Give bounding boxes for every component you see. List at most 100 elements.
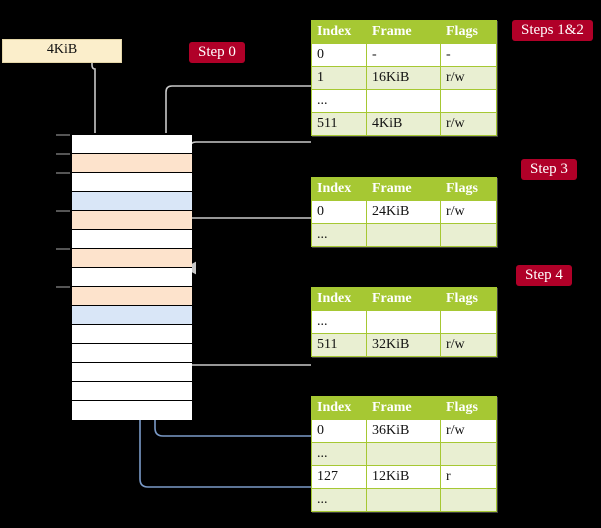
memory-row (72, 382, 192, 401)
memory-tick (56, 153, 70, 155)
memory-row (72, 230, 192, 249)
wire-l4-row511-to-mem-a (189, 141, 311, 152)
memory-row (72, 192, 192, 211)
table-row: ... (311, 310, 497, 334)
cell-frame: - (366, 43, 441, 67)
column-header-flags: Flags (440, 20, 497, 44)
table-header-row: Index Frame Flags (311, 287, 497, 311)
table-header-row: Index Frame Flags (311, 396, 497, 420)
cell-frame: 16KiB (366, 66, 441, 90)
memory-tick (56, 172, 70, 174)
cell-index: ... (311, 310, 367, 334)
cell-frame (366, 488, 441, 512)
memory-tick (56, 210, 70, 212)
table-row: ... (311, 223, 497, 247)
memory-row (72, 173, 192, 192)
virtual-page-box: 4KiB (2, 39, 122, 63)
cell-flags (440, 442, 497, 466)
column-header-flags: Flags (440, 177, 497, 201)
table-row: 0 36KiB r/w (311, 419, 497, 443)
cell-frame: 12KiB (366, 465, 441, 489)
column-header-index: Index (311, 396, 367, 420)
cell-frame (366, 89, 441, 113)
cell-flags: r/w (440, 112, 497, 136)
column-header-frame: Frame (366, 287, 441, 311)
memory-row (72, 401, 192, 420)
page-table-level-1: Index Frame Flags 0 36KiB r/w ... 127 12… (311, 396, 497, 512)
memory-row (72, 249, 192, 268)
virtual-page-label: 4KiB (46, 42, 78, 57)
column-header-index: Index (311, 20, 367, 44)
cell-flags (440, 310, 497, 334)
memory-tick (56, 248, 70, 250)
memory-row (72, 135, 192, 154)
memory-row (72, 211, 192, 230)
cell-frame (366, 223, 441, 247)
table-row: ... (311, 442, 497, 466)
cell-index: ... (311, 89, 367, 113)
cell-flags (440, 488, 497, 512)
cell-frame: 4KiB (366, 112, 441, 136)
memory-row (72, 306, 192, 325)
badge-step-3: Step 3 (521, 159, 577, 180)
memory-row (72, 363, 192, 382)
memory-row (72, 154, 192, 173)
cell-frame: 32KiB (366, 333, 441, 357)
memory-tick (56, 286, 70, 288)
cell-flags: r/w (440, 66, 497, 90)
cell-index: ... (311, 442, 367, 466)
table-row-highlighted: 511 4KiB r/w (311, 112, 497, 136)
memory-row (72, 287, 192, 306)
wire-l3-row0-to-mem (183, 217, 311, 275)
memory-row (72, 325, 192, 344)
cell-index: ... (311, 488, 367, 512)
cell-index: 511 (311, 333, 367, 357)
cell-frame: 24KiB (366, 200, 441, 224)
cell-flags: r/w (440, 333, 497, 357)
memory-tick (56, 134, 70, 136)
column-header-flags: Flags (440, 287, 497, 311)
table-header-row: Index Frame Flags (311, 20, 497, 44)
badge-steps-1-2: Steps 1&2 (512, 20, 593, 41)
table-row: 0 24KiB r/w (311, 200, 497, 224)
physical-memory-column (70, 133, 192, 420)
page-table-level-3: Index Frame Flags 0 24KiB r/w ... (311, 177, 497, 247)
column-header-flags: Flags (440, 396, 497, 420)
badge-step-0: Step 0 (189, 42, 245, 63)
badge-label: Steps 1&2 (521, 22, 584, 38)
column-header-frame: Frame (366, 177, 441, 201)
column-header-index: Index (311, 287, 367, 311)
column-header-frame: Frame (366, 20, 441, 44)
cell-index: 1 (311, 66, 367, 90)
memory-row (72, 344, 192, 363)
cell-flags (440, 89, 497, 113)
column-header-frame: Frame (366, 396, 441, 420)
badge-step-4: Step 4 (516, 265, 572, 286)
cell-flags: - (440, 43, 497, 67)
page-table-level-4: Index Frame Flags 0 - - 1 16KiB r/w ... … (311, 20, 497, 136)
table-row: ... (311, 488, 497, 512)
memory-row (72, 268, 192, 287)
page-table-level-2: Index Frame Flags ... 511 32KiB r/w (311, 287, 497, 357)
table-row: 0 - - (311, 43, 497, 67)
table-header-row: Index Frame Flags (311, 177, 497, 201)
cell-frame (366, 442, 441, 466)
cell-index: 0 (311, 43, 367, 67)
cell-flags: r/w (440, 419, 497, 443)
badge-label: Step 4 (525, 267, 563, 283)
table-row: 511 32KiB r/w (311, 333, 497, 357)
wire-l2-row511-to-mem (168, 306, 311, 366)
cell-index: 0 (311, 419, 367, 443)
cell-frame: 36KiB (366, 419, 441, 443)
cell-index: 127 (311, 465, 367, 489)
cell-flags (440, 223, 497, 247)
cell-flags: r (440, 465, 497, 489)
cell-frame (366, 310, 441, 334)
badge-label: Step 0 (198, 44, 236, 60)
badge-label: Step 3 (530, 161, 568, 177)
cell-index: 0 (311, 200, 367, 224)
table-row: 127 12KiB r (311, 465, 497, 489)
cell-index: 511 (311, 112, 367, 136)
cell-flags: r/w (440, 200, 497, 224)
